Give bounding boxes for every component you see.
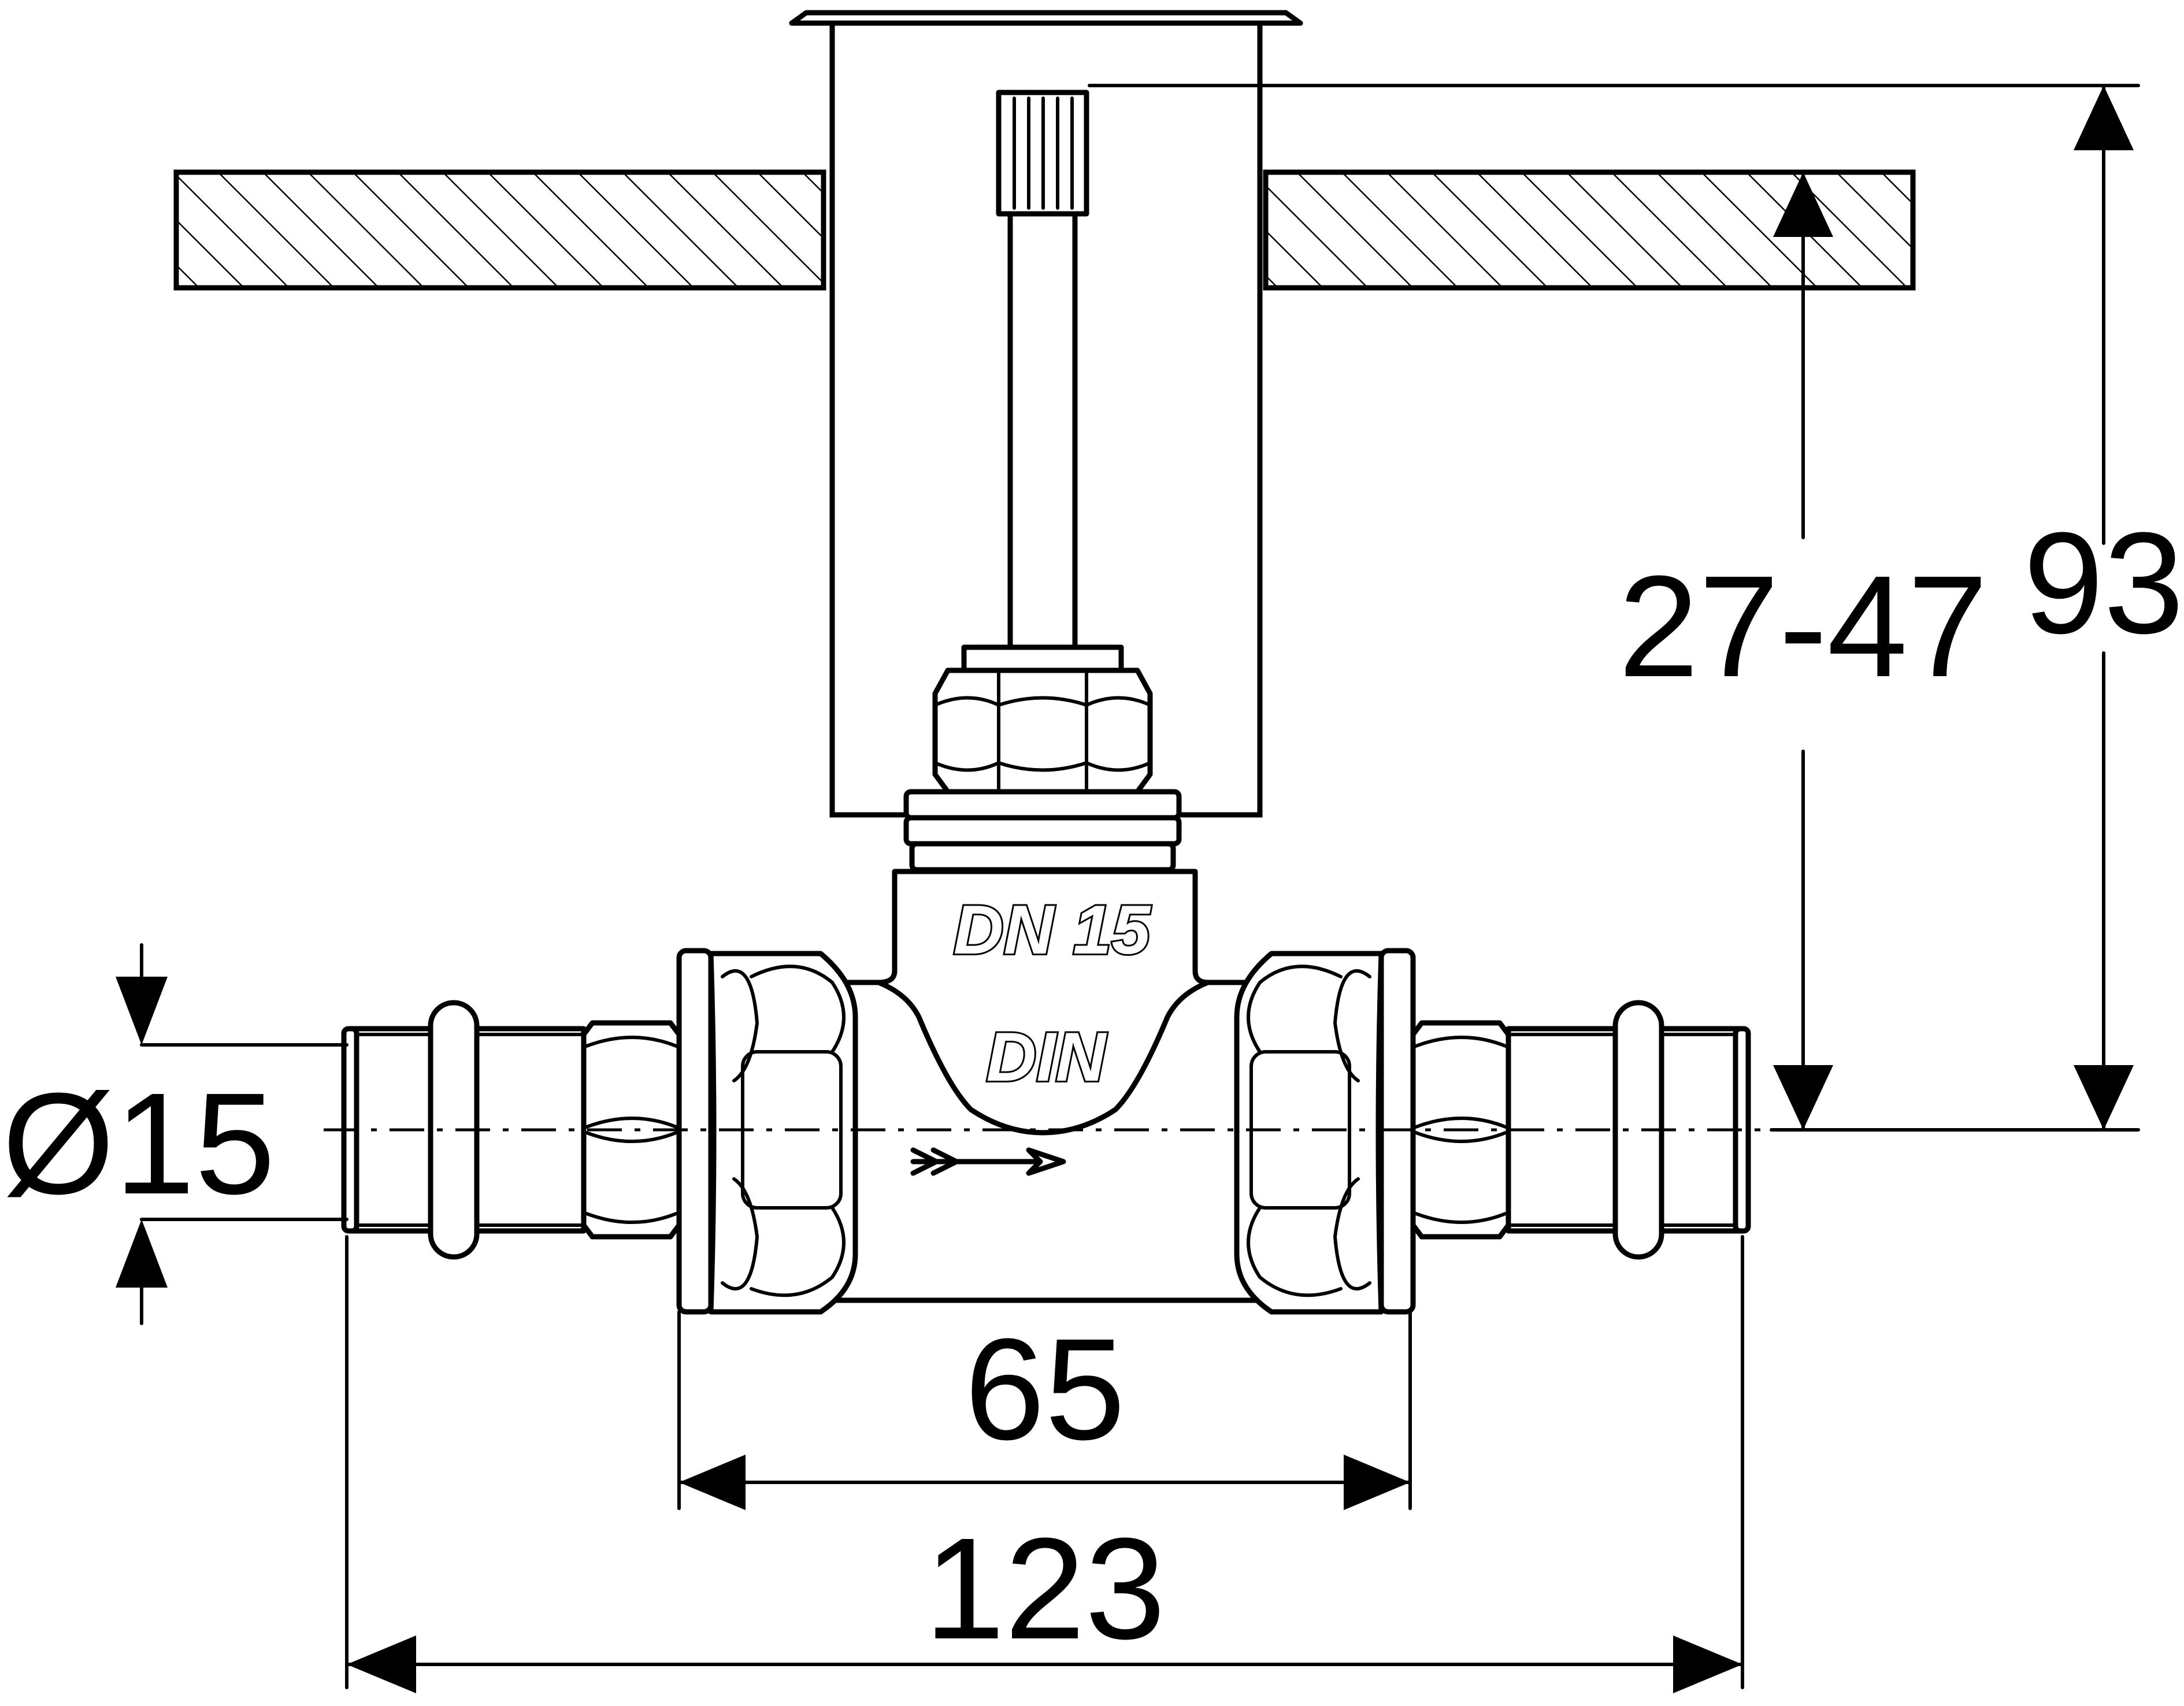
left-union-nut bbox=[676, 948, 858, 1315]
nominal-size-marking: DN 15 bbox=[954, 891, 1151, 969]
overall-height-label: 93 bbox=[2023, 502, 2184, 663]
center-length-dimension: 65 bbox=[677, 1308, 1412, 1510]
left-hex-adapter bbox=[581, 1020, 682, 1240]
overall-length-dimension: 123 bbox=[345, 1235, 1744, 1693]
overall-length-label: 123 bbox=[924, 1508, 1165, 1669]
gland-nut bbox=[932, 667, 1153, 795]
spindle-splines bbox=[1013, 97, 1074, 210]
seal-rings bbox=[903, 789, 1182, 873]
valve-body: DN 15 DIN bbox=[818, 869, 1274, 1303]
overall-height-dimension: 93 bbox=[1088, 84, 2184, 1132]
diameter-dimension: Ø15 bbox=[2, 943, 348, 1325]
diameter-label: Ø15 bbox=[2, 1063, 276, 1224]
standard-marking: DIN bbox=[987, 1018, 1107, 1096]
center-length-label: 65 bbox=[965, 1308, 1125, 1470]
right-press-fitting bbox=[1506, 1000, 1751, 1260]
valve-spindle bbox=[961, 90, 1124, 673]
flow-direction-arrow bbox=[910, 1147, 1066, 1176]
install-depth-dimension: 27-47 bbox=[1618, 170, 2140, 1132]
install-depth-label: 27-47 bbox=[1618, 546, 1988, 707]
